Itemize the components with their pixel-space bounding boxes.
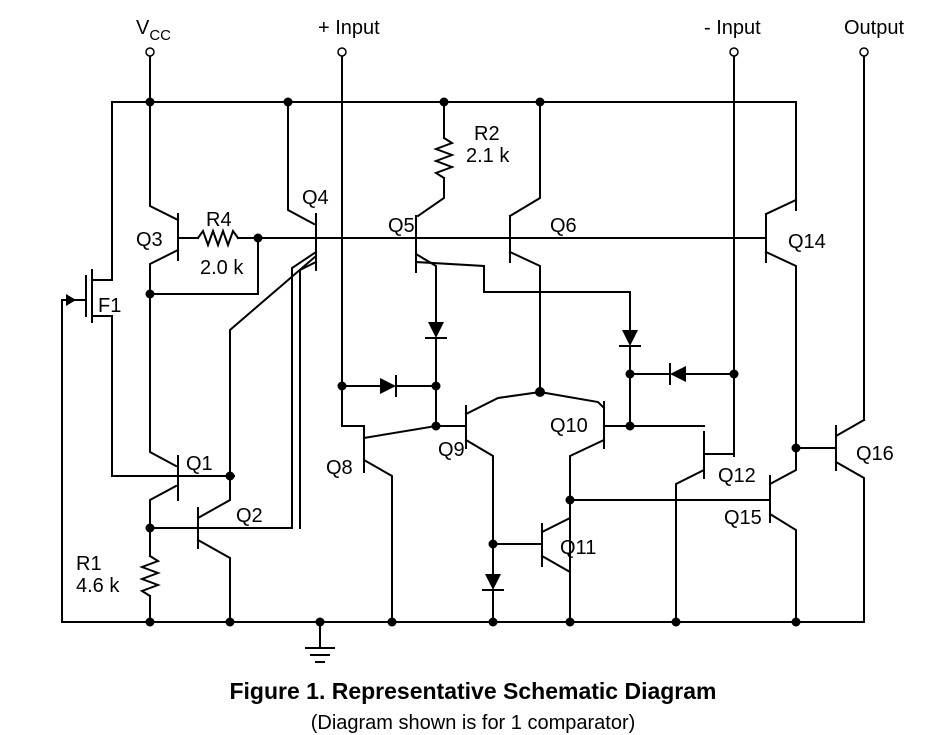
q11-transistor [492,499,571,623]
q6-label: Q6 [550,215,577,237]
q9-transistor [435,390,542,623]
r2-name-label: R2 [474,123,500,145]
q15-label: Q15 [724,507,762,529]
q5-transistor [315,215,631,331]
q8-label: Q8 [326,457,353,479]
diode-plus-input [341,375,437,397]
q3-transistor [149,101,199,295]
q4-label: Q4 [302,187,329,209]
diode-q10 [619,330,641,427]
vcc-label-sub: CC [149,27,171,44]
diode-minus-input [629,363,735,385]
r4-name-label: R4 [206,209,232,231]
minus-input-label: - Input [704,17,761,39]
q16-label: Q16 [856,443,894,465]
plus-input-label: + Input [318,17,380,39]
q2-transistor [149,475,231,623]
q1-label: Q1 [186,453,213,475]
diode-q5 [425,322,447,427]
q10-label: Q10 [550,415,588,437]
vcc-rail [111,101,797,211]
q12-transistor [569,431,771,623]
junction-dots [145,97,801,627]
r1-name-label: R1 [76,553,102,575]
r1-value-label: 4.6 k [76,575,120,597]
plus-input-terminal [337,47,347,427]
q16-transistor [795,418,866,623]
q9-label: Q9 [438,439,465,461]
figure-caption-subtitle: (Diagram shown is for 1 comparator) [310,712,636,734]
f1-label: F1 [98,295,121,317]
q6-transistor [415,101,767,393]
output-terminal [859,47,869,421]
r2-resistor [416,101,455,218]
minus-input-terminal [729,47,739,457]
q10-transistor [538,390,705,623]
q4-transistor [197,101,318,529]
q2-label: Q2 [236,505,263,527]
r2-value-label: 2.1 k [466,145,510,167]
vcc-terminal [145,47,155,103]
q8-transistor [341,424,438,623]
f1-device [61,101,235,623]
r4-resistor [149,228,317,295]
q11-label: Q11 [560,537,596,559]
vcc-label-main: V [136,17,150,39]
q1-transistor [149,293,235,529]
figure-caption-title: Figure 1. Representative Schematic Diagr… [229,678,717,704]
r4-value-label: 2.0 k [200,257,244,279]
diode-q11 [482,574,504,591]
vcc-label: VCC [136,17,171,44]
q12-label: Q12 [718,465,756,487]
q5-label: Q5 [388,215,415,237]
output-label: Output [844,17,904,39]
r1-resistor [139,527,161,623]
q14-transistor [764,198,798,449]
q15-transistor [768,447,797,623]
q3-label: Q3 [136,229,163,251]
q14-label: Q14 [788,231,826,253]
ground-rail [61,621,865,663]
